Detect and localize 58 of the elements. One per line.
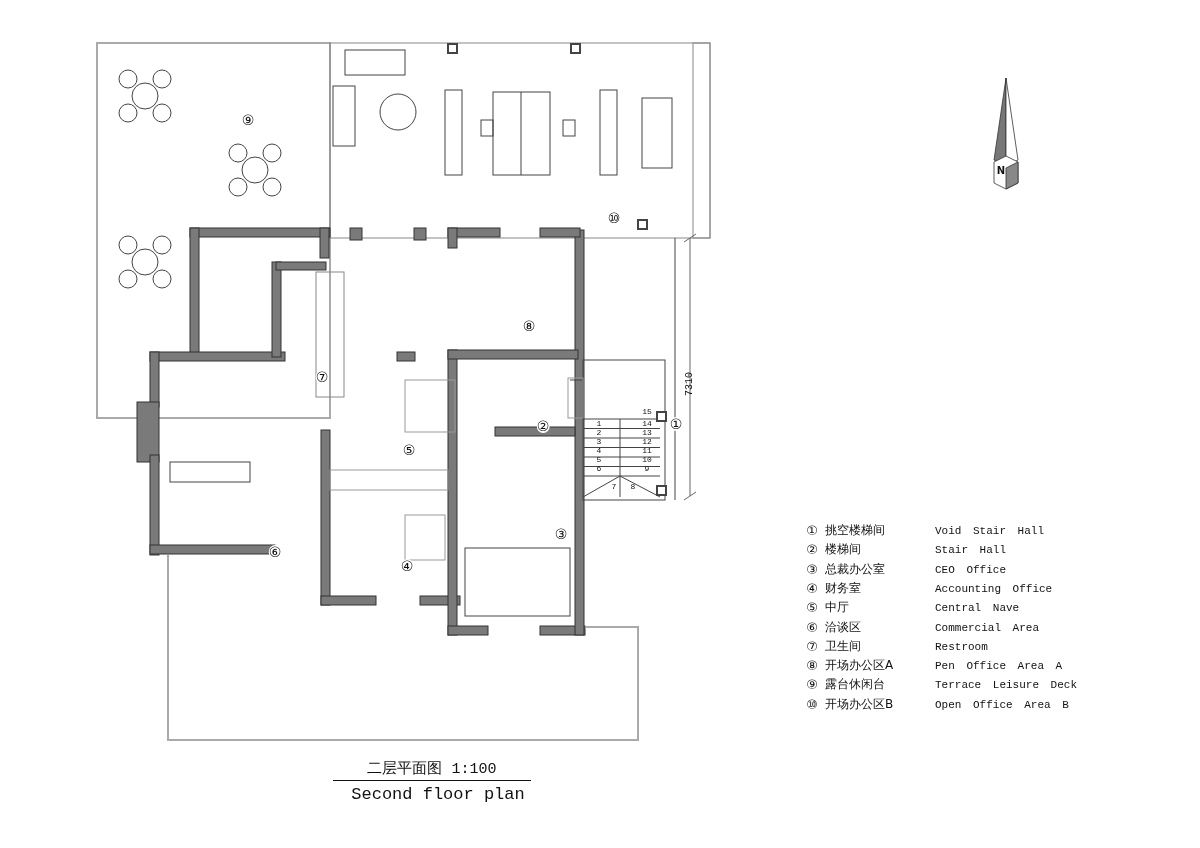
legend-number: ⑨ [806,678,818,693]
legend-number: ⑧ [806,658,818,674]
room-number: ③ [554,527,568,541]
stair-step-number: 1 [596,420,602,428]
legend-number: ② [806,543,818,558]
legend-english-name: CEO Office [935,563,1006,576]
stair-step-number: 3 [596,438,602,446]
legend-chinese-name: 挑空楼梯间 [825,524,885,538]
legend-chinese-name: 中厅 [825,601,849,615]
legend-number: ⑩ [806,697,818,712]
stair-step-number: 14 [642,420,652,428]
stair-step-number: 8 [630,483,636,491]
legend-chinese-name: 开场办公区A [825,659,894,673]
legend-chinese-name: 总裁办公室 [825,563,885,577]
legend-number: ① [806,523,818,539]
room-number: ⑥ [268,545,282,559]
legend-number: ③ [806,562,818,577]
legend-english-name: Stair Hall [935,544,1006,557]
stair-step-number: 7 [611,483,617,491]
legend-number: ④ [806,581,818,597]
dimension-text: 7310 [685,372,695,396]
legend-number: ⑦ [806,639,818,654]
stair-step-number: 9 [644,465,650,473]
room-number: ④ [400,559,414,573]
stair-step-number: 15 [642,408,652,416]
stair-step-number: 5 [596,456,602,464]
legend-number: ⑥ [806,620,818,635]
legend-english-name: Pen Office Area A [935,660,1063,673]
legend-chinese-name: 楼梯间 [825,543,861,557]
room-number: ② [536,419,550,433]
room-number: ① [669,417,683,431]
stair-step-number: 4 [596,447,602,455]
stair-step-number: 12 [642,438,652,446]
room-number: ⑧ [522,319,536,333]
room-number: ⑤ [402,443,416,457]
legend-chinese-name: 财务室 [825,582,861,596]
stair-step-number: 13 [642,429,652,437]
plan-title: 二层平面图 1:100 [333,760,531,781]
room-number: ⑨ [241,113,255,127]
stair-step-number: 10 [642,456,652,464]
stair-step-number: 11 [642,447,652,455]
legend-english-name: Terrace Leisure Deck [935,679,1078,692]
plan-caption: Second floor plan [350,785,526,805]
legend-english-name: Commercial Area [935,621,1040,634]
legend-chinese-name: 卫生间 [825,640,861,654]
legend-chinese-name: 露台休闲台 [825,678,885,692]
legend-english-name: Open Office Area B [935,698,1069,711]
legend-number: ⑤ [806,601,818,616]
legend-english-name: Void Stair Hall [935,524,1045,538]
north-label: N [996,166,1006,176]
legend-chinese-name: 开场办公区B [825,698,894,712]
legend-english-name: Accounting Office [935,582,1053,595]
stair-step-number: 6 [596,465,602,473]
legend-chinese-name: 洽谈区 [825,620,861,635]
legend-english-name: Central Nave [935,602,1020,615]
stair-step-number: 2 [596,429,602,437]
room-number: ⑩ [607,211,621,225]
legend-english-name: Restroom [935,640,988,653]
